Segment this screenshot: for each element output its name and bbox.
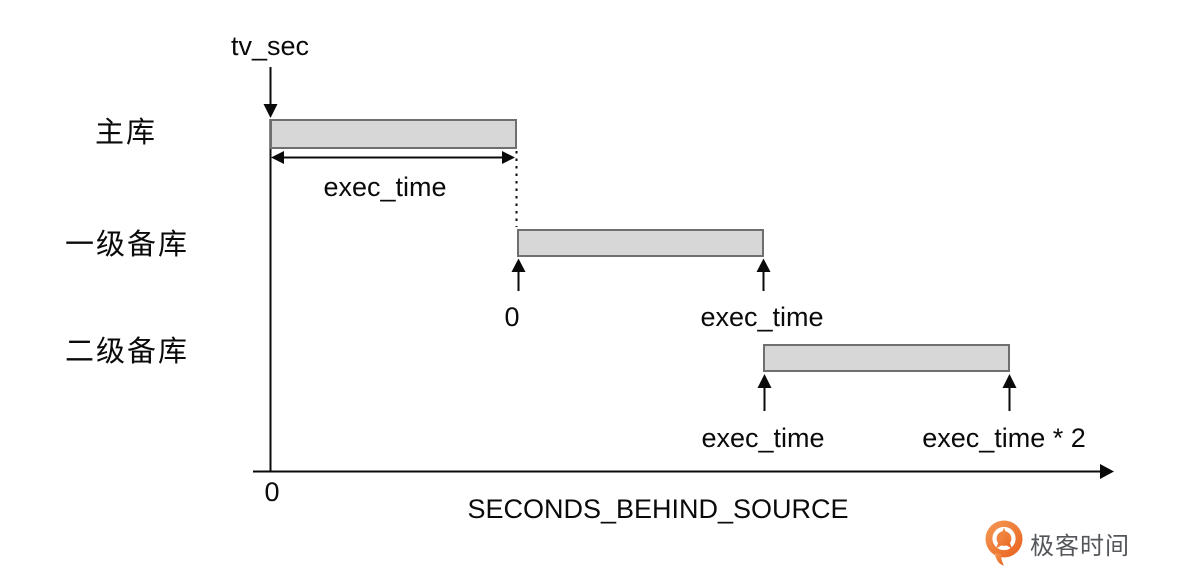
- replica1-end-label: exec_time: [700, 302, 824, 332]
- row-label-replica1: 一级备库: [64, 229, 190, 261]
- row-label-replica2: 二级备库: [64, 336, 190, 368]
- replica1-end-arrowhead-icon: [756, 258, 771, 272]
- row-label-primary: 主库: [94, 117, 158, 149]
- replica2-end-arrowhead-icon: [1002, 374, 1017, 388]
- exec-time-span-right-arrowhead-icon: [502, 151, 515, 164]
- replica2-start-arrowhead-icon: [757, 374, 772, 388]
- axis-origin-label: 0: [264, 477, 280, 507]
- replica1-start-arrowhead-icon: [511, 258, 526, 272]
- replica2-end-label: exec_time * 2: [922, 423, 1086, 453]
- replica2-start-label: exec_time: [701, 423, 825, 453]
- geektime-brand-text: 极客时间: [1030, 532, 1130, 560]
- x-axis-title: SECONDS_BEHIND_SOURCE: [467, 494, 849, 524]
- tv-sec-arrowhead-icon: [263, 104, 278, 118]
- geektime-watermark: 极客时间: [984, 520, 1130, 566]
- bar-primary: [270, 119, 517, 149]
- tv-sec-label: tv_sec: [230, 31, 310, 61]
- exec-time-span-left-arrowhead-icon: [271, 151, 284, 164]
- bar-replica1: [517, 229, 764, 257]
- x-axis-arrowhead-icon: [1100, 464, 1114, 479]
- geektime-logo-icon: [985, 520, 1023, 566]
- primary-exec-time-label: exec_time: [323, 172, 447, 202]
- bar-replica2: [763, 344, 1010, 372]
- replica1-start-label: 0: [504, 302, 520, 332]
